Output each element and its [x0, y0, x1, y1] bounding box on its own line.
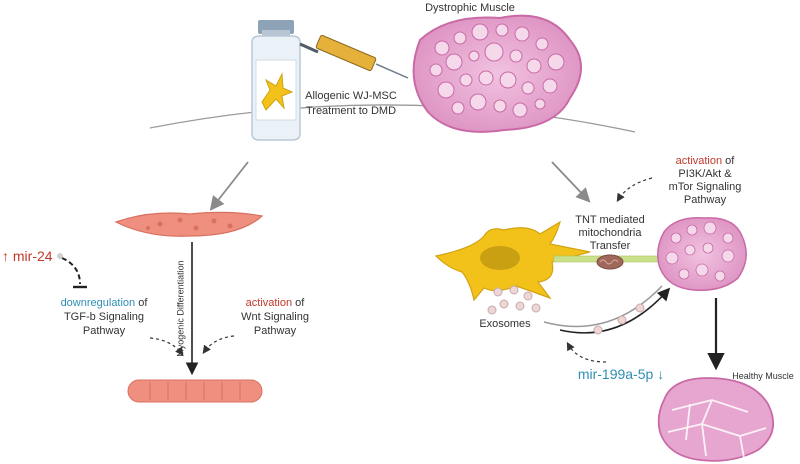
tgf-line3: Pathway — [82, 325, 126, 337]
dystrophic-muscle-label: Dystrophic Muscle — [425, 2, 515, 14]
healthy-muscle — [657, 377, 775, 462]
mir199-label: mir-199a-5p ↓ — [566, 366, 676, 382]
mir24-inhibition-arrow — [61, 257, 81, 285]
arrow-right — [551, 161, 591, 203]
wnt-arrow — [202, 335, 235, 354]
pi3k-line4: Pathway — [683, 194, 727, 206]
exosome-arrow — [559, 287, 671, 334]
wnt-activation-text: activation — [245, 297, 293, 309]
tnt-line3: Transfer — [589, 240, 631, 252]
tgf-line2: TGF-b Signaling — [63, 311, 145, 323]
downregulation-text: downregulation — [60, 297, 136, 309]
msc-cell — [434, 220, 591, 302]
tnt-line1: TNT mediated — [575, 214, 645, 226]
pi3k-line3: mTor Signaling — [668, 181, 742, 193]
mir199-down-arrow: ↓ — [657, 366, 665, 382]
pi3k-line2: PI3K/Akt & — [678, 168, 732, 180]
mir24-text: mir-24 — [12, 248, 53, 264]
treatment-line2: Treatment to DMD — [305, 105, 397, 117]
exosome-path — [543, 285, 663, 328]
pi3k-line1: activation of — [650, 155, 760, 168]
mir199-arrow — [566, 341, 607, 363]
pi3k-arrow — [616, 177, 653, 203]
wnt-activation-of: of — [292, 297, 305, 309]
downregulation-of: of — [135, 297, 148, 309]
myoblast-cell — [114, 211, 264, 237]
pi3k-activation-text: activation — [675, 155, 723, 167]
myotube — [127, 379, 263, 403]
differentiation-label: Myogenic Differentiation — [175, 260, 186, 357]
syringe-icon — [299, 34, 409, 79]
tnt-line2: mitochondria — [578, 227, 642, 239]
mitochondria-icon — [596, 254, 624, 270]
exosomes-label: Exosomes — [479, 318, 531, 330]
mir199-text: mir-199a-5p — [577, 366, 654, 382]
pi3k-activation-of: of — [722, 155, 735, 167]
exosomes-cluster — [487, 285, 541, 315]
mir24-up-arrow: ↑ — [2, 248, 9, 264]
msc-vial — [251, 20, 301, 141]
mir24-label: ↑ mir-24 — [2, 248, 62, 264]
arrow-left — [209, 161, 249, 211]
msc-cell-icon — [261, 72, 294, 111]
tgf-arrow — [149, 337, 184, 356]
dystrophic-muscle — [412, 14, 582, 133]
wnt-line3: Pathway — [253, 325, 297, 337]
recipient-muscle — [657, 217, 747, 291]
wnt-line2: Wnt Signaling — [241, 311, 309, 323]
treatment-line1: Allogenic WJ-MSC — [305, 90, 397, 102]
separator-curve — [149, 104, 636, 133]
tgf-line1: downregulation of — [34, 297, 174, 310]
healthy-muscle-label: Healthy Muscle — [732, 371, 794, 381]
wnt-line1: activation of — [220, 297, 330, 310]
